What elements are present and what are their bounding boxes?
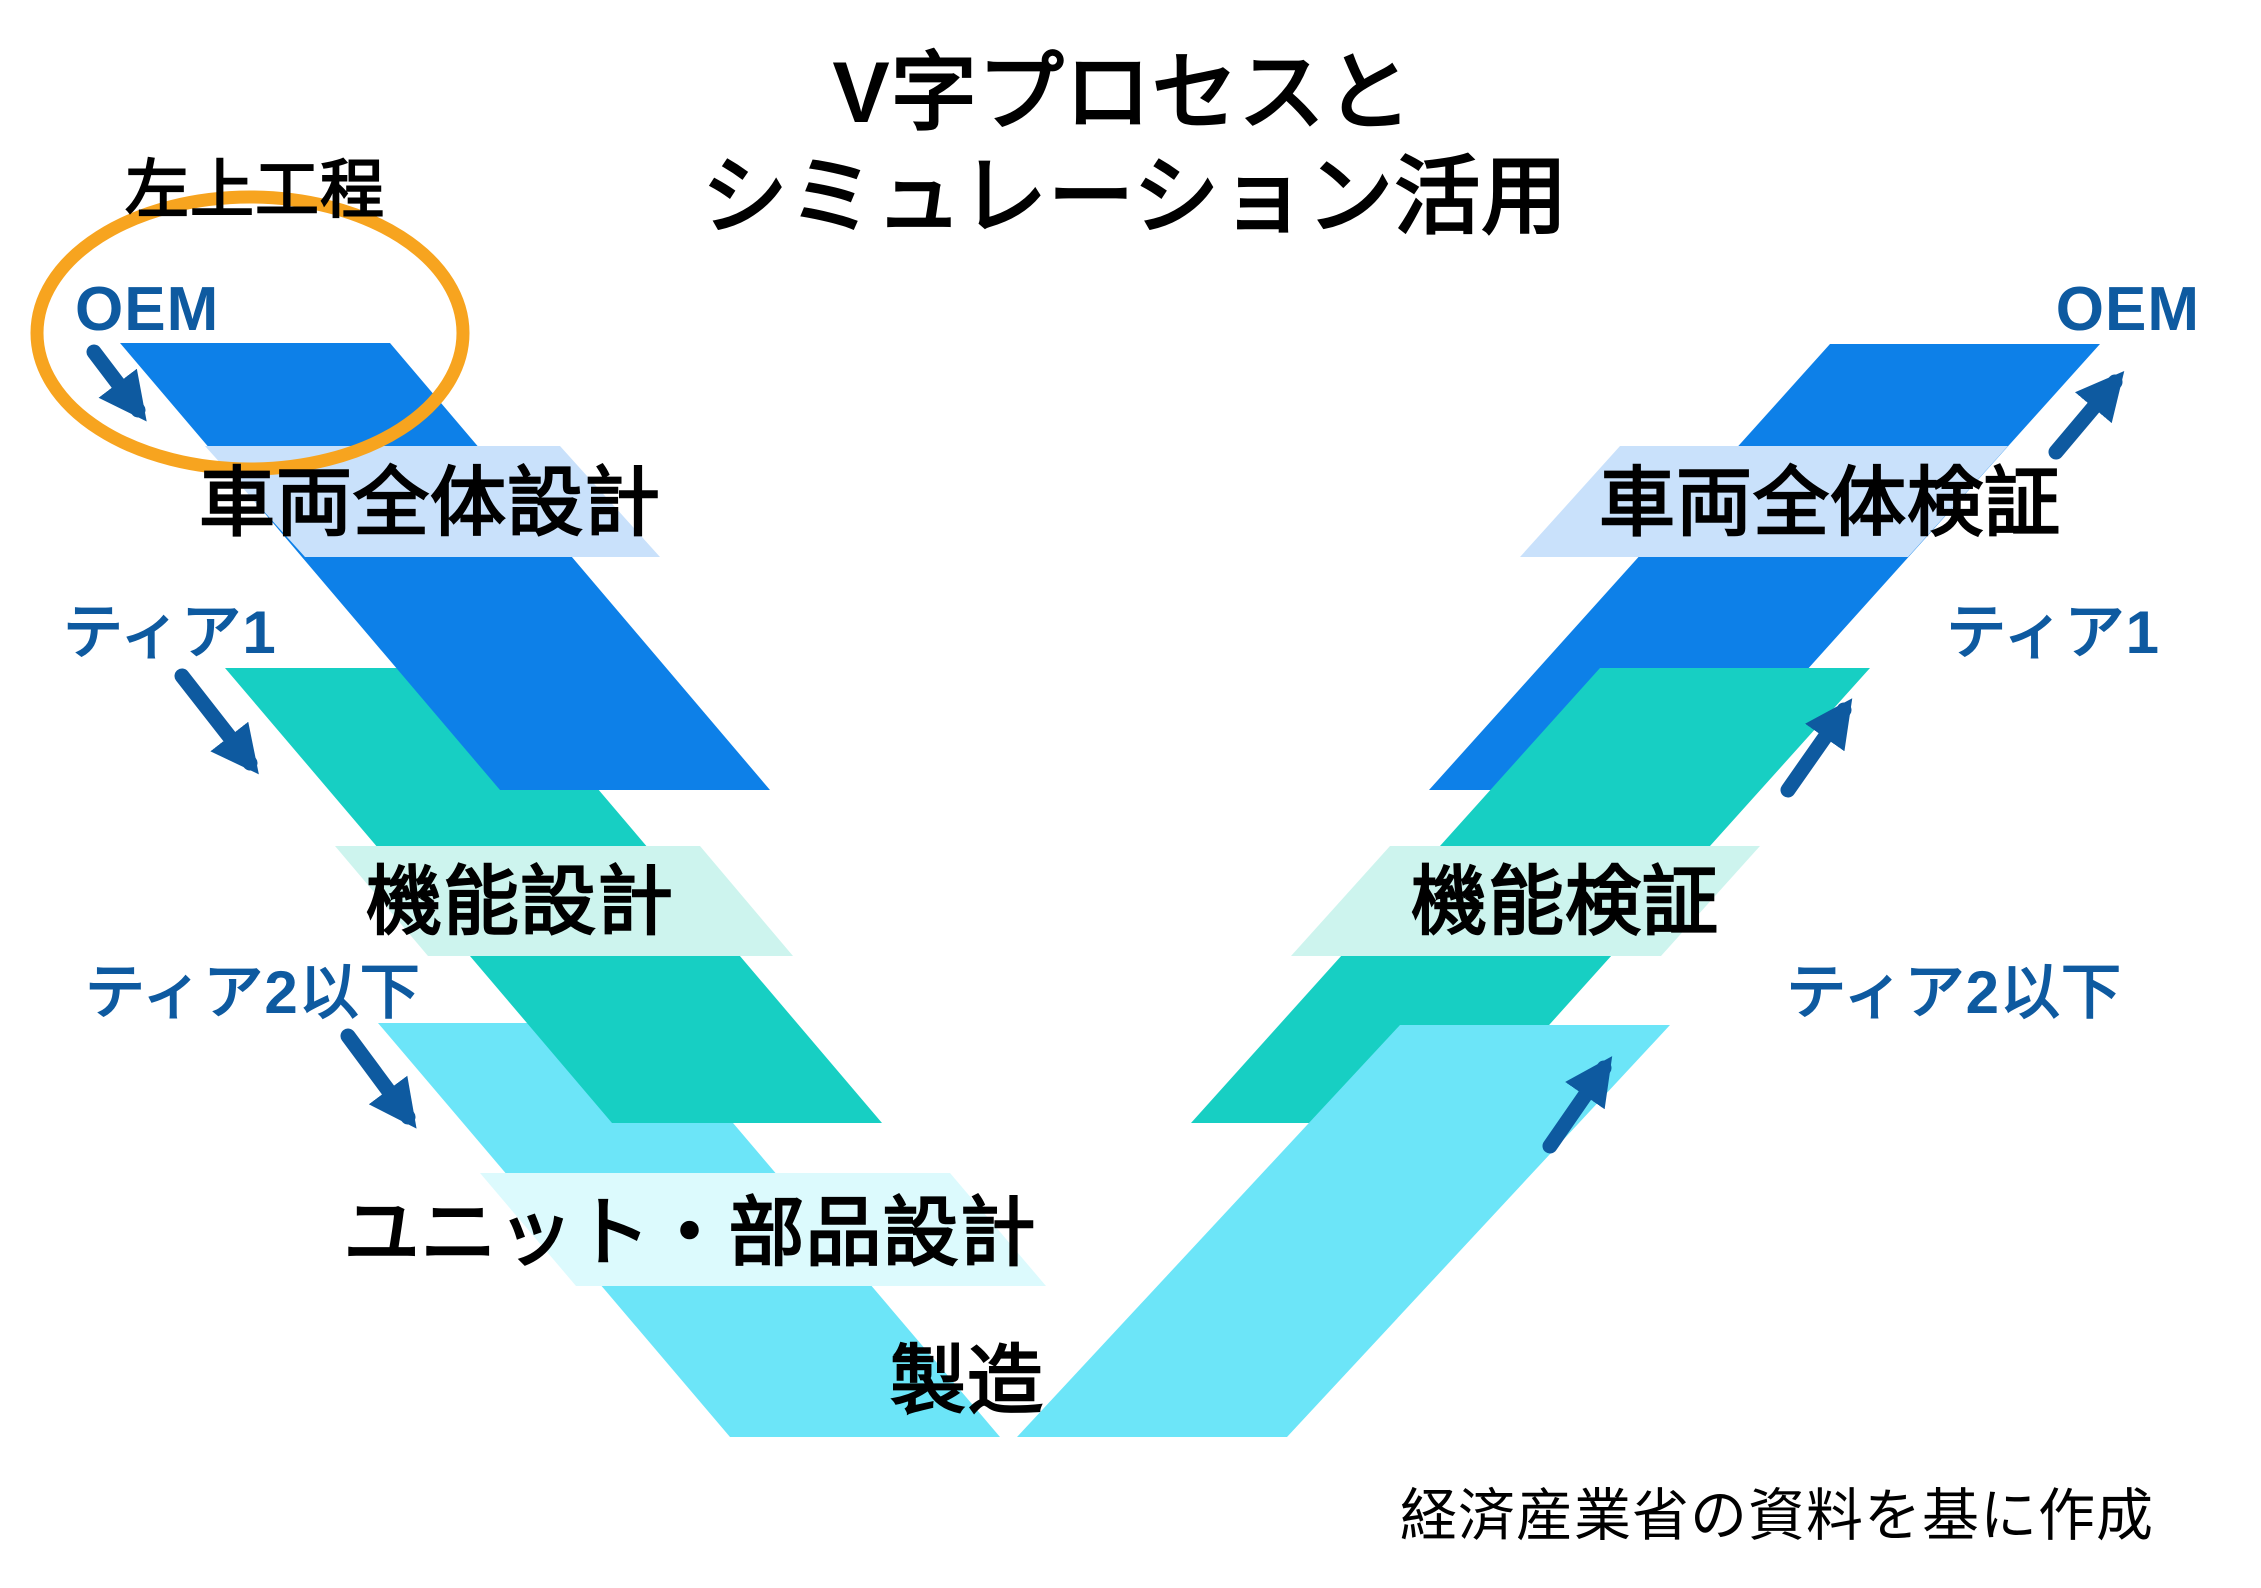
page-title-line1: V字プロセスと xyxy=(832,45,1412,141)
page-title-line2: シミュレーション活用 xyxy=(702,149,1569,245)
right-band-tier2-cyan xyxy=(1017,1025,1670,1437)
oem-left-label: OEM xyxy=(75,275,219,344)
stage-function-verification-label: 機能検証 xyxy=(1411,860,1719,945)
tier1-right-label: ティア1 xyxy=(1946,599,2160,666)
source-caption: 経済産業省の資料を基に作成 xyxy=(1400,1484,2154,1548)
tier2-right-label: ティア2以下 xyxy=(1786,959,2122,1026)
upper-left-highlight-ellipse xyxy=(30,190,470,476)
stage-vehicle-design-label: 車両全体設計 xyxy=(199,461,661,546)
tier1-left-label: ティア1 xyxy=(63,599,277,666)
stage-unit-parts-design-label: ユニット・部品設計 xyxy=(344,1191,1037,1276)
page-title: V字プロセスと シミュレーション活用 xyxy=(702,45,1569,245)
tier2-left-label: ティア2以下 xyxy=(85,959,421,1026)
stage-manufacturing-label: 製造 xyxy=(890,1339,1044,1424)
oem-right-label: OEM xyxy=(2056,275,2200,344)
upper-left-process-label: 左上工程 xyxy=(125,154,385,226)
right-tier2-arrow-icon xyxy=(1542,1056,1613,1154)
left-tier2-arrow-icon xyxy=(340,1028,417,1129)
right-oem-arrow-icon xyxy=(2048,370,2125,460)
left-tier1-arrow-icon xyxy=(174,668,259,775)
right-band-tier1-stripe xyxy=(1291,846,1760,956)
stage-vehicle-verification-label: 車両全体検証 xyxy=(1599,461,2061,546)
left-band-tier1-stripe xyxy=(335,846,793,956)
left-band-oem-stripe xyxy=(205,446,660,557)
left-oem-arrow-icon xyxy=(86,344,147,422)
left-band-tier2-stripe xyxy=(480,1173,1046,1286)
stage-function-design-label: 機能設計 xyxy=(366,860,674,945)
right-band-oem-stripe xyxy=(1520,446,2008,557)
right-tier1-arrow-icon xyxy=(1780,698,1853,798)
